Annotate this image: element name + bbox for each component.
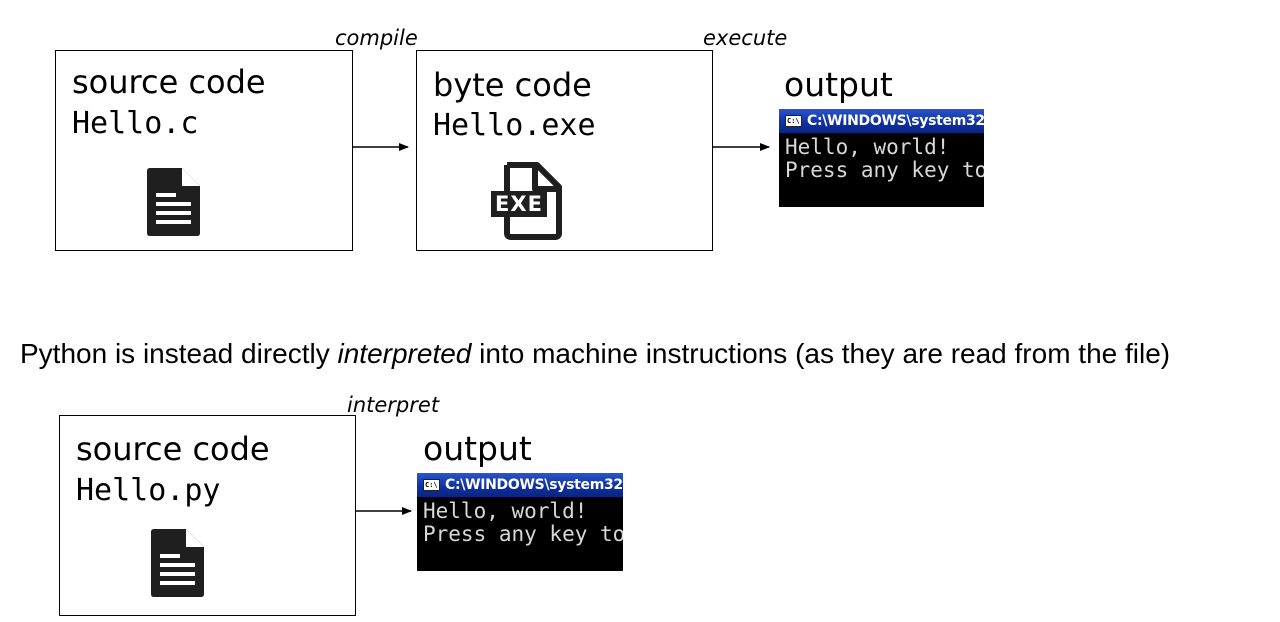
output-label-bottom: output [423,429,532,468]
exe-file-icon: EXE [491,162,562,240]
byte-code-box: byte code Hello.exe EXE [416,50,713,251]
console-window-bottom: C:\ C:\WINDOWS\system32\cmd.exe Hello, w… [417,473,623,571]
console-line-1: Hello, world! [423,499,588,523]
console-line-2: Press any key to continue . . . [423,522,623,546]
compile-label: compile [335,26,418,50]
document-icon [151,529,204,597]
console-line-2: Press any key to continue . . . [785,158,984,182]
console-titlebar: C:\ C:\WINDOWS\system32\cmd.exe [779,109,984,133]
document-icon [147,168,200,236]
interpretation-caption: Python is instead directly interpreted i… [20,340,1170,368]
byte-code-title: byte code [433,66,592,104]
output-label-top: output [784,65,893,104]
source-filename: Hello.c [72,106,199,141]
interpret-label: interpret [347,393,440,417]
console-titlebar: C:\ C:\WINDOWS\system32\cmd.exe [417,473,623,497]
source-code-box-c: source code Hello.c [55,50,353,251]
caption-after: into machine instructions (as they are r… [471,338,1171,369]
console-app-icon: C:\ [785,115,802,127]
execute-label: execute [703,26,788,50]
console-title: C:\WINDOWS\system32\cmd.exe [445,477,623,493]
caption-emphasis: interpreted [337,338,472,369]
source-code-title: source code [72,63,266,101]
console-title: C:\WINDOWS\system32\cmd.exe [807,113,984,129]
source-code-box-py: source code Hello.py [59,415,356,616]
console-app-icon: C:\ [423,479,440,491]
console-line-1: Hello, world! [785,135,950,159]
svg-text:EXE: EXE [495,192,543,216]
caption-before: Python is instead directly [20,338,338,369]
console-window-top: C:\ C:\WINDOWS\system32\cmd.exe Hello, w… [779,109,984,207]
byte-filename: Hello.exe [433,108,596,143]
source-code-title-py: source code [76,430,270,468]
source-filename-py: Hello.py [76,473,221,508]
